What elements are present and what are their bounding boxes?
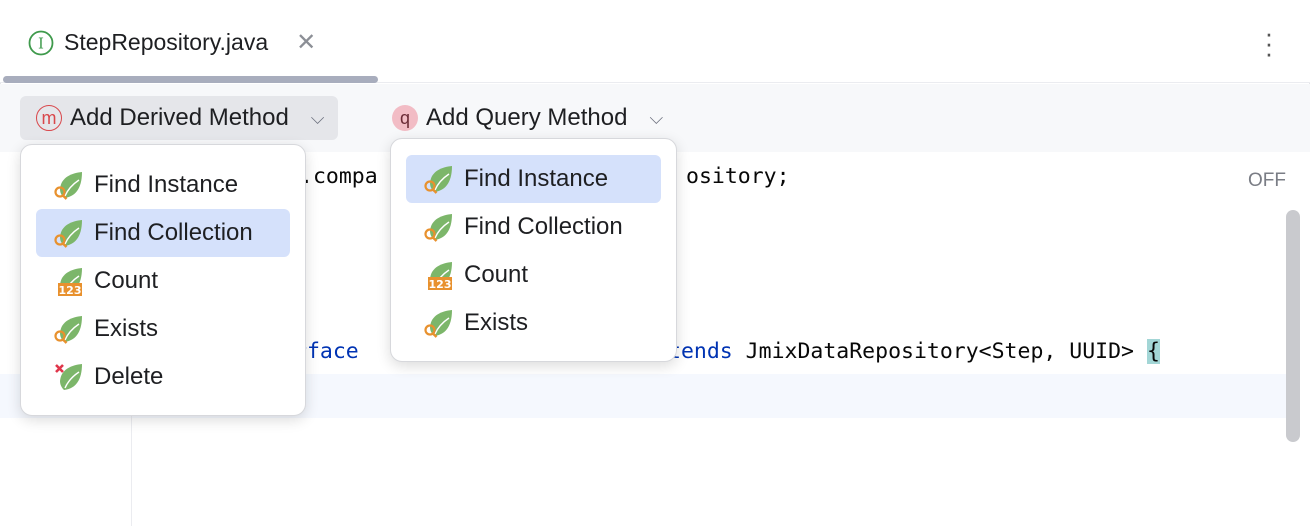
- menu-item-label: Count: [464, 261, 529, 288]
- tab-bar: I StepRepository.java ✕ ···: [0, 0, 1310, 83]
- code-line-package-a: .compa: [300, 164, 378, 189]
- spring-find-icon: [424, 214, 452, 242]
- interface-icon: I: [28, 30, 54, 55]
- svg-text:123: 123: [59, 284, 82, 297]
- spring-find-icon: [54, 220, 82, 248]
- menu-item-label: Exists: [464, 309, 529, 336]
- chevron-down-icon: ⌵: [310, 107, 325, 128]
- code-line-package-b: ository;: [686, 164, 790, 189]
- method-badge-icon: m: [36, 105, 62, 131]
- kebab-icon[interactable]: ···: [1264, 18, 1274, 68]
- add-query-method-label: Add Query Method: [426, 104, 628, 131]
- menu-item-delete[interactable]: Delete: [36, 353, 290, 401]
- menu-item-find-instance[interactable]: Find Instance: [36, 161, 290, 209]
- menu-item-find-instance[interactable]: Find Instance: [406, 155, 661, 203]
- menu-item-label: Count: [94, 267, 159, 294]
- code-line-extends: tends JmixDataRepository<Step, UUID> {: [668, 339, 1160, 364]
- add-query-method-button[interactable]: q Add Query Method ⌵: [376, 96, 677, 140]
- menu-item-exists[interactable]: Exists: [36, 305, 290, 353]
- query-badge-icon: q: [392, 105, 418, 131]
- menu-item-find-collection[interactable]: Find Collection: [406, 203, 661, 251]
- spring-count-icon: 123: [58, 268, 82, 297]
- spring-count-icon: 123: [428, 262, 452, 291]
- add-derived-method-button[interactable]: m Add Derived Method ⌵: [20, 96, 339, 140]
- add-derived-method-label: Add Derived Method: [70, 104, 289, 131]
- status-off: OFF: [1248, 170, 1286, 191]
- svg-text:123: 123: [429, 278, 452, 291]
- tab-title: StepRepository.java: [64, 29, 269, 55]
- spring-find-icon: [424, 310, 452, 338]
- menu-item-count[interactable]: 123 Count: [36, 257, 290, 305]
- menu-item-count[interactable]: 123 Count: [406, 251, 661, 299]
- keyword-extends: tends: [668, 339, 733, 364]
- close-icon[interactable]: ✕: [296, 29, 317, 56]
- spring-find-icon: [424, 166, 452, 194]
- menu-item-exists[interactable]: Exists: [406, 299, 661, 347]
- menu-item-label: Find Instance: [464, 165, 609, 192]
- svg-text:I: I: [38, 34, 44, 52]
- chevron-down-icon: ⌵: [649, 107, 664, 128]
- spring-find-icon: [54, 316, 82, 344]
- tab-step-repository[interactable]: I StepRepository.java ✕: [28, 28, 316, 57]
- active-tab-indicator: [3, 76, 378, 83]
- menu-item-label: Find Instance: [94, 171, 239, 198]
- menu-item-label: Find Collection: [94, 219, 253, 246]
- menu-item-label: Find Collection: [464, 213, 623, 240]
- vertical-scrollbar[interactable]: [1286, 210, 1300, 442]
- menu-item-label: Exists: [94, 315, 159, 342]
- spring-find-icon: [54, 172, 82, 200]
- spring-delete-icon: [55, 364, 82, 390]
- menu-item-label: Delete: [94, 363, 164, 390]
- extends-type: JmixDataRepository<Step, UUID>: [732, 339, 1147, 364]
- menu-item-find-collection[interactable]: Find Collection: [36, 209, 290, 257]
- matched-brace: {: [1146, 339, 1160, 364]
